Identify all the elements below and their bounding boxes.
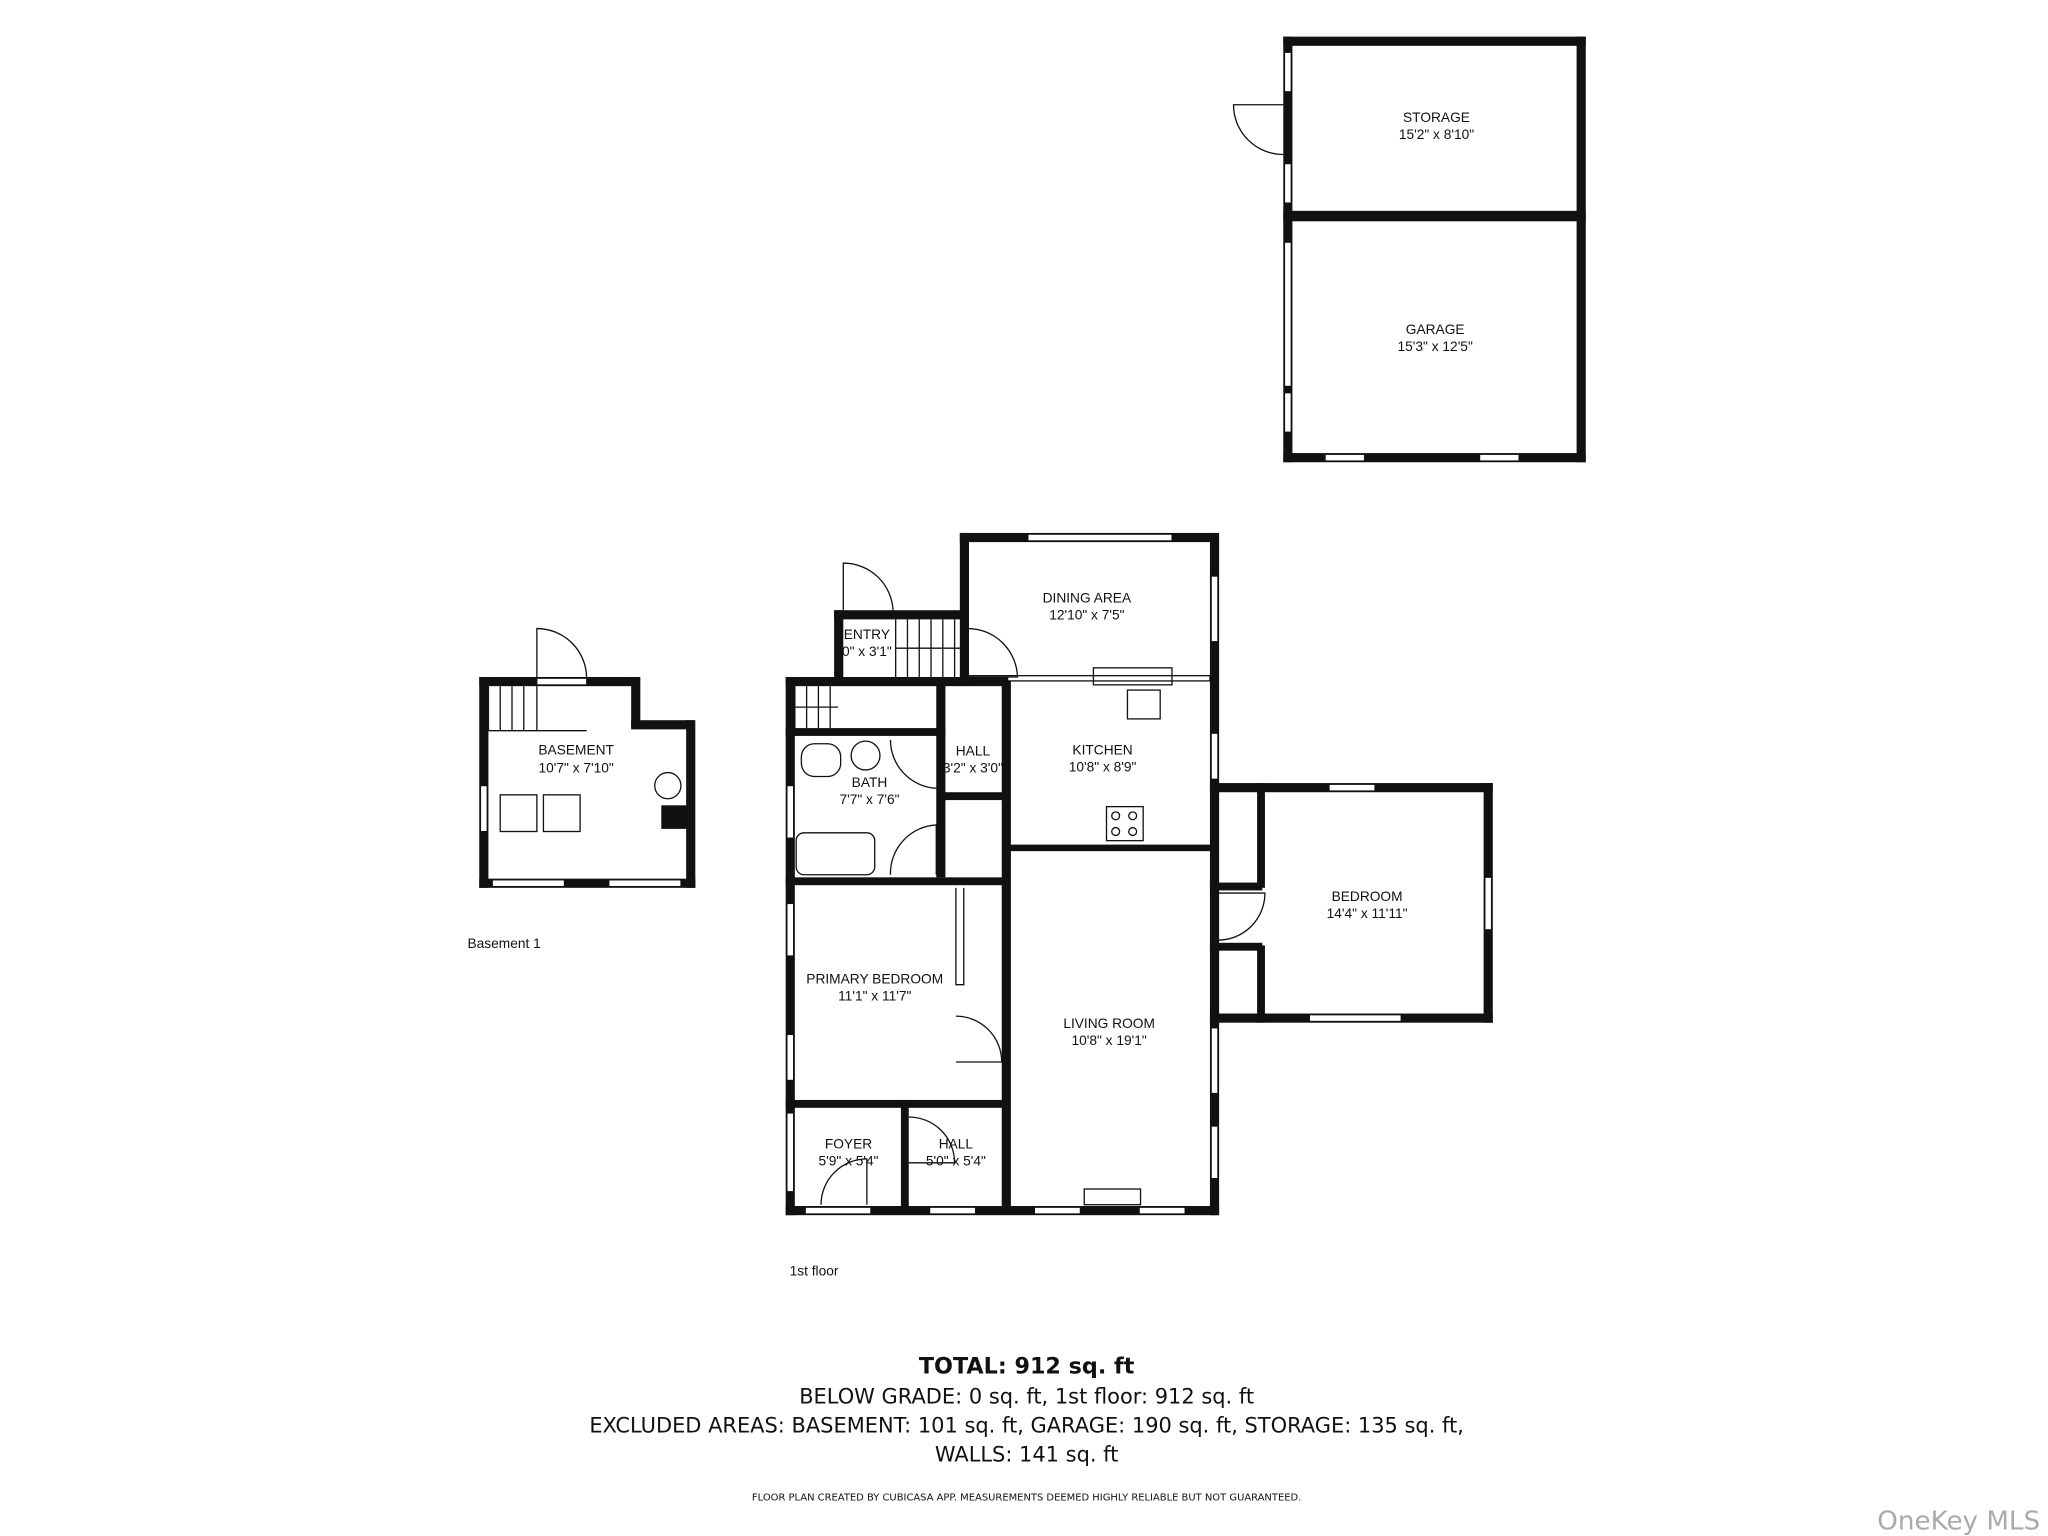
door-icon (889, 739, 937, 789)
room-size-garage: 15'3" x 12'5" (1398, 339, 1473, 354)
room-size-hall: 3'2" x 3'0" (943, 761, 1003, 776)
room-name-bedroom: BEDROOM (1332, 889, 1403, 904)
room-name-living-room: LIVING ROOM (1063, 1016, 1155, 1031)
room-size-basement: 10'7" x 7'10" (538, 761, 613, 776)
disclaimer: FLOOR PLAN CREATED BY CUBICASA APP. MEAS… (752, 1493, 1301, 1504)
room-size-living-room: 10'8" x 19'1" (1071, 1033, 1146, 1048)
door-icon (1232, 104, 1284, 156)
door-icon (889, 824, 937, 875)
room-name-dining: DINING AREA (1043, 590, 1132, 605)
bathtub-icon (795, 832, 876, 876)
first-floor-structure (785, 532, 1220, 1216)
door-icon (842, 562, 894, 611)
toilet-icon (800, 743, 842, 778)
room-size-dining: 12'10" x 7'5" (1049, 607, 1124, 622)
summary-line-1: BELOW GRADE: 0 sq. ft, 1st floor: 912 sq… (799, 1385, 1254, 1409)
room-name-hall-2: HALL (939, 1136, 974, 1151)
door-icon (536, 627, 588, 679)
door-icon (908, 1116, 956, 1164)
stairs-icon (794, 686, 839, 729)
door-icon (820, 1158, 868, 1205)
summary-total: TOTAL: 912 sq. ft (919, 1354, 1135, 1380)
stairs-icon (487, 686, 587, 732)
summary-line-3: WALLS: 141 sq. ft (935, 1442, 1119, 1466)
room-size-hall-2: 5'0" x 5'4" (926, 1153, 986, 1168)
basement-structure (479, 627, 696, 888)
room-size-kitchen: 10'8" x 8'9" (1069, 759, 1137, 774)
room-name-foyer: FOYER (825, 1136, 872, 1151)
floor-label-first: 1st floor (790, 1263, 839, 1278)
room-size-storage: 15'2" x 8'10" (1399, 127, 1474, 142)
door-icon (1217, 892, 1266, 941)
watermark: OneKey MLS (1877, 1506, 2040, 1536)
room-size-bath: 7'7" x 7'6" (839, 792, 899, 807)
bath-sink-icon (850, 740, 881, 771)
summary-line-2: EXCLUDED AREAS: BASEMENT: 101 sq. ft, GA… (589, 1414, 1464, 1438)
garage-storage-structure (1232, 36, 1586, 463)
bedroom-structure (1209, 783, 1493, 1023)
room-name-bath: BATH (852, 775, 888, 790)
water-heater-icon (654, 771, 682, 800)
door-icon (955, 1015, 1003, 1063)
floor-label-basement: Basement 1 (467, 936, 540, 951)
stairs-icon (895, 619, 963, 677)
room-size-bedroom: 14'4" x 11'11" (1327, 906, 1408, 921)
closet-icon (955, 887, 965, 986)
room-name-basement: BASEMENT (538, 742, 614, 757)
room-name-storage: STORAGE (1403, 110, 1470, 125)
room-name-kitchen: KITCHEN (1072, 742, 1132, 757)
room-name-garage: GARAGE (1406, 322, 1465, 337)
room-size-entry: 0" x 3'1" (842, 644, 892, 659)
room-name-hall: HALL (956, 744, 991, 759)
room-size-primary-bedroom: 11'1" x 11'7" (838, 988, 911, 1003)
sink-icon (1126, 689, 1161, 720)
door-icon (968, 627, 1019, 678)
room-size-foyer: 5'9" x 5'4" (819, 1153, 879, 1168)
stove-icon (1105, 805, 1144, 842)
room-name-entry: ENTRY (844, 627, 890, 642)
room-name-primary-bedroom: PRIMARY BEDROOM (806, 971, 943, 986)
